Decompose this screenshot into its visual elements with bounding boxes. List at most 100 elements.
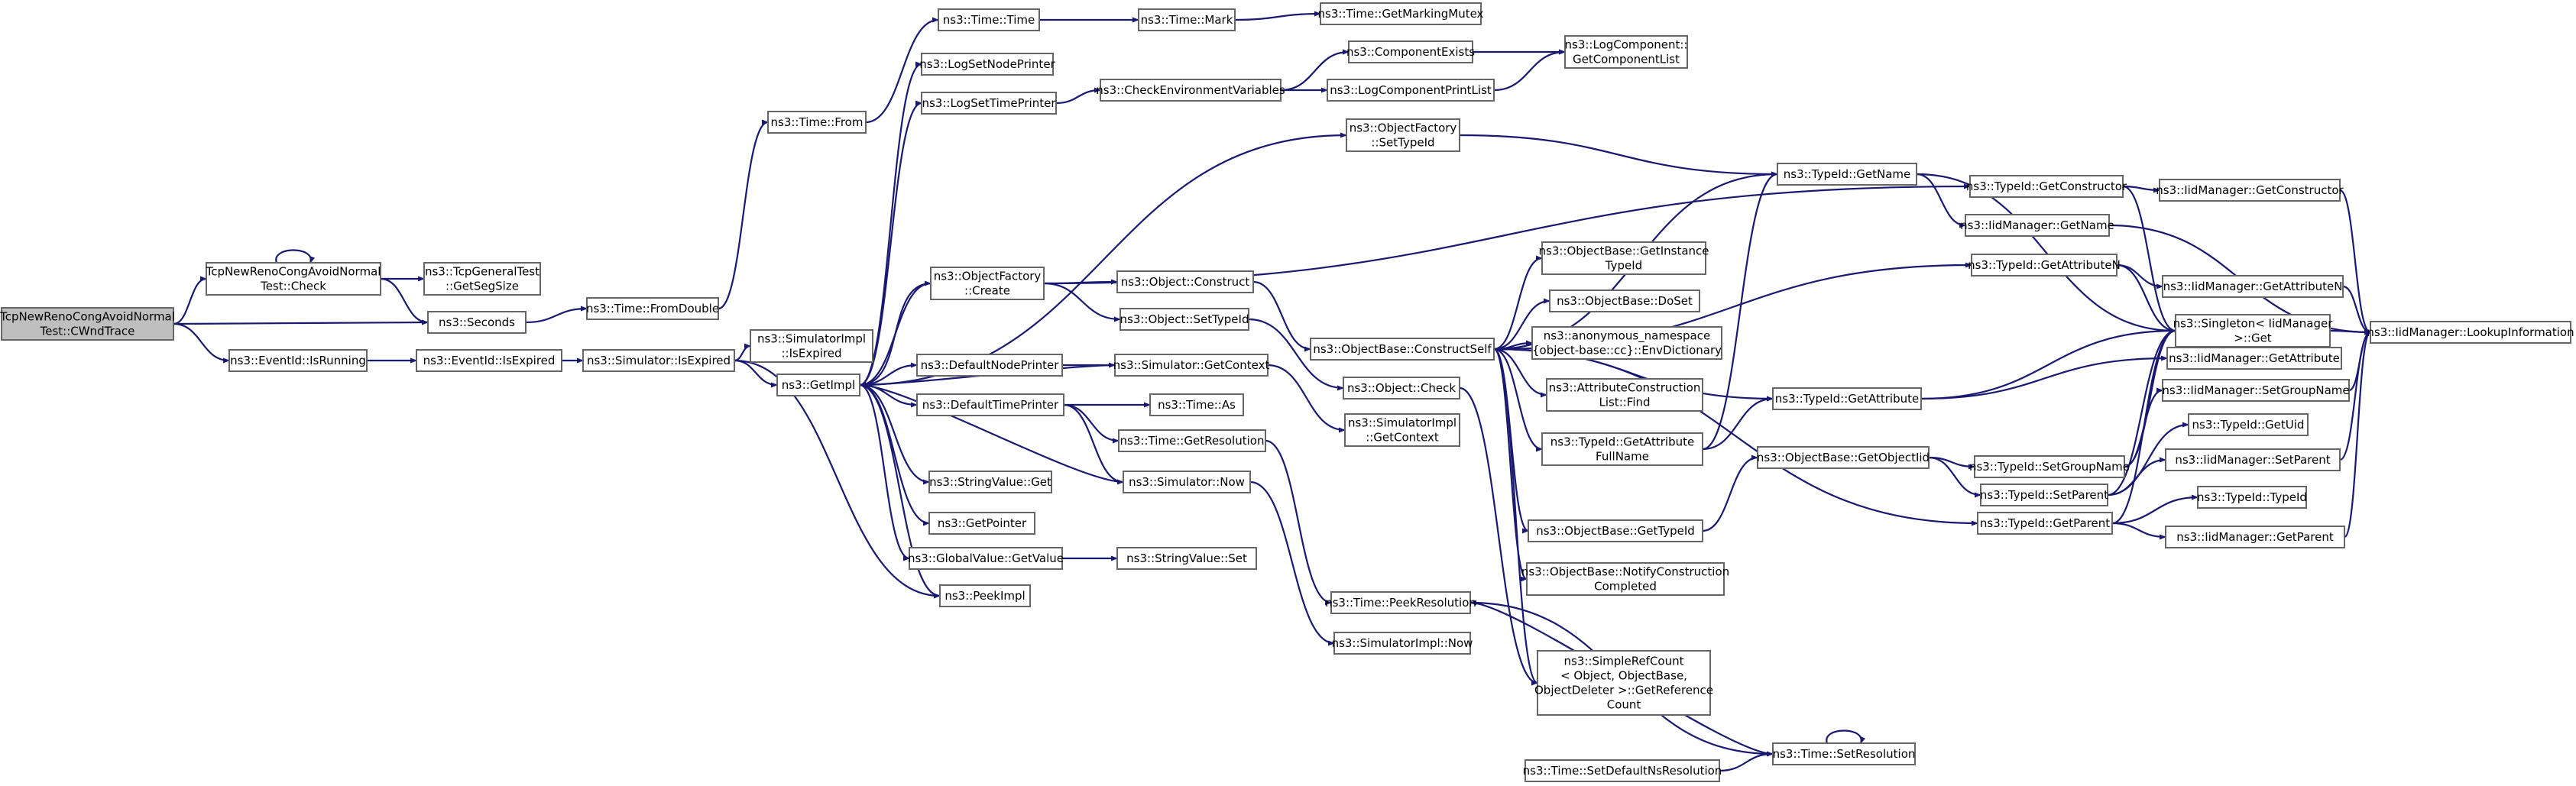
node-checkenv[interactable]: ns3::CheckEnvironmentVariables xyxy=(1096,79,1285,102)
node-deftime[interactable]: ns3::DefaultTimePrinter xyxy=(916,393,1064,416)
node-of-settid[interactable]: ns3::ObjectFactory::SetTypeId xyxy=(1346,118,1460,152)
node-simimpl-now[interactable]: ns3::SimulatorImpl::Now xyxy=(1332,632,1473,655)
node-seconds[interactable]: ns3::Seconds xyxy=(427,311,527,334)
node-eid-exp[interactable]: ns3::EventId::IsExpired xyxy=(416,349,562,372)
node-tid-ctor[interactable]: ns3::TypeId::GetConstructor xyxy=(1966,175,2127,198)
node-eid-run[interactable]: ns3::EventId::IsRunning xyxy=(228,349,368,372)
edge-ob_cs-to-acl_find xyxy=(1493,348,1547,398)
edge-obj_construct-to-ob_cs xyxy=(1252,280,1311,352)
node-tid-tid[interactable]: ns3::TypeId::TypeId xyxy=(2197,486,2307,509)
node-label: ns3::IidManager::LookupInformation xyxy=(2367,325,2574,339)
node-sim-ctx[interactable]: ns3::Simulator::GetContext xyxy=(1113,354,1270,377)
edge-tid_setparent-to-iid_setparent xyxy=(2107,457,2166,497)
node-label: ns3::LogSetTimePrinter xyxy=(922,96,1056,110)
node-logprint[interactable]: ns3::LogComponentPrintList xyxy=(1327,79,1495,102)
node-label: ::GetContext xyxy=(1366,431,1439,445)
node-markmutex[interactable]: ns3::Time::GetMarkingMutex xyxy=(1318,2,1484,25)
node-iid-name[interactable]: ns3::IidManager::GetName xyxy=(1960,214,2114,237)
node-label: ns3::LogComponentPrintList xyxy=(1330,83,1492,97)
node-tcp-seg[interactable]: ns3::TcpGeneralTest::GetSegSize xyxy=(423,262,541,296)
node-of-create[interactable]: ns3::ObjectFactory::Create xyxy=(930,267,1045,300)
node-tid-getparent[interactable]: ns3::TypeId::GetParent xyxy=(1977,512,2113,535)
edge-tid_attr-to-iid_attr xyxy=(1920,355,2168,400)
node-iid-attrn[interactable]: ns3::IidManager::GetAttributeN xyxy=(2162,275,2344,298)
node-defnode[interactable]: ns3::DefaultNodePrinter xyxy=(916,354,1063,377)
node-tid-name[interactable]: ns3::TypeId::GetName xyxy=(1777,163,1917,186)
node-compexists[interactable]: ns3::ComponentExists xyxy=(1346,40,1475,63)
node-ob-doset[interactable]: ns3::ObjectBase::DoSet xyxy=(1549,289,1700,312)
node-getres[interactable]: ns3::Time::GetResolution xyxy=(1118,429,1266,452)
node-anon[interactable]: ns3::anonymous_namespace{object-base::cc… xyxy=(1531,326,1722,360)
node-label: ns3::Time::Mark xyxy=(1141,13,1233,27)
node-iid-ctor[interactable]: ns3::IidManager::GetConstructor xyxy=(2156,179,2344,202)
node-fromdouble[interactable]: ns3::Time::FromDouble xyxy=(586,297,719,320)
node-label: ns3::ObjectBase::DoSet xyxy=(1557,294,1693,308)
node-tid-getuid[interactable]: ns3::TypeId::GetUid xyxy=(2188,413,2309,436)
node-label: ns3::GetImpl xyxy=(782,378,855,392)
node-label: ns3::CheckEnvironmentVariables xyxy=(1096,83,1285,97)
node-getpointer[interactable]: ns3::GetPointer xyxy=(928,512,1035,535)
node-label: ::IsExpired xyxy=(782,347,842,361)
node-peekimpl[interactable]: ns3::PeekImpl xyxy=(939,584,1031,607)
edge-tid_attrfull-to-tid_attr xyxy=(1702,396,1774,451)
node-sim-exp[interactable]: ns3::Simulator::IsExpired xyxy=(582,349,735,372)
node-label: ns3::Time::As xyxy=(1158,398,1236,412)
edge-check-to-check xyxy=(275,249,316,264)
node-peekres[interactable]: ns3::Time::PeekResolution xyxy=(1325,591,1476,614)
node-obj-settid[interactable]: ns3::Object::SetTypeId xyxy=(1120,308,1249,331)
node-obj-check[interactable]: ns3::Object::Check xyxy=(1343,377,1460,399)
edge-obj_settid-to-obj_check xyxy=(1248,318,1344,391)
node-simimpl-ctx[interactable]: ns3::SimulatorImpl::GetContext xyxy=(1344,413,1460,447)
node-mark[interactable]: ns3::Time::Mark xyxy=(1138,8,1236,31)
node-ob-cs[interactable]: ns3::ObjectBase::ConstructSelf xyxy=(1310,338,1495,361)
node-iid-attr[interactable]: ns3::IidManager::GetAttribute xyxy=(2166,347,2342,370)
node-iid-getparent[interactable]: ns3::IidManager::GetParent xyxy=(2165,526,2345,548)
node-logcomplist[interactable]: ns3::LogComponent::GetComponentList xyxy=(1564,35,1688,69)
node-sim-now[interactable]: ns3::Simulator::Now xyxy=(1123,471,1251,493)
node-time[interactable]: ns3::Time::Time xyxy=(938,8,1040,31)
edge-of_create-to-tid_ctor xyxy=(1043,183,1971,285)
node-label: ::SetTypeId xyxy=(1371,136,1434,150)
node-iid-lookup[interactable]: ns3::IidManager::LookupInformation xyxy=(2367,321,2574,344)
node-label: ns3::TypeId::GetParent xyxy=(1980,516,2110,530)
node-tid-attrn[interactable]: ns3::TypeId::GetAttributeN xyxy=(1968,254,2121,277)
edge-ob_cs-to-tid_attrfull xyxy=(1493,348,1543,452)
node-label: ns3::TypeId::SetParent xyxy=(1980,488,2108,502)
node-label: ns3::TypeId::GetAttribute xyxy=(1550,435,1694,449)
node-label: ns3::Singleton< IidManager xyxy=(2173,317,2334,331)
node-label: ns3::TypeId::GetAttribute xyxy=(1775,392,1919,406)
edge-of_create-to-obj_settid xyxy=(1043,282,1121,322)
node-tid-attr[interactable]: ns3::TypeId::GetAttribute xyxy=(1772,387,1922,410)
node-setres[interactable]: ns3::Time::SetResolution xyxy=(1772,742,1916,765)
node-label: ns3::Time::GetMarkingMutex xyxy=(1318,7,1484,21)
node-sv-get[interactable]: ns3::StringValue::Get xyxy=(928,471,1052,493)
node-sv-set[interactable]: ns3::StringValue::Set xyxy=(1116,547,1257,570)
node-ob-gettid[interactable]: ns3::ObjectBase::GetTypeId xyxy=(1528,519,1703,542)
node-getimpl[interactable]: ns3::GetImpl xyxy=(776,374,860,396)
node-tid-setgroup[interactable]: ns3::TypeId::SetGroupName xyxy=(1969,455,2130,478)
node-logtime[interactable]: ns3::LogSetTimePrinter xyxy=(921,92,1057,115)
node-label: ns3::Object::SetTypeId xyxy=(1120,312,1249,326)
node-tid-setparent[interactable]: ns3::TypeId::SetParent xyxy=(1980,484,2108,506)
node-from[interactable]: ns3::Time::From xyxy=(767,111,867,134)
node-iid-setparent[interactable]: ns3::IidManager::SetParent xyxy=(2165,448,2341,471)
node-setdefres[interactable]: ns3::Time::SetDefaultNsResolution xyxy=(1523,759,1722,782)
node-label: ns3::DefaultTimePrinter xyxy=(922,398,1059,412)
node-gv-get[interactable]: ns3::GlobalValue::GetValue xyxy=(908,547,1064,570)
node-ob-notify[interactable]: ns3::ObjectBase::NotifyConstructionCompl… xyxy=(1521,562,1729,596)
node-obj-construct[interactable]: ns3::Object::Construct xyxy=(1116,270,1254,293)
node-time-as[interactable]: ns3::Time::As xyxy=(1149,393,1244,416)
node-label: Completed xyxy=(1594,580,1657,594)
node-ob-getoid[interactable]: ns3::ObjectBase::GetObjectIid xyxy=(1757,446,1930,469)
node-simimpl-exp[interactable]: ns3::SimulatorImpl::IsExpired xyxy=(750,329,873,363)
node-iid-setgroup[interactable]: ns3::IidManager::SetGroupName xyxy=(2162,379,2350,402)
node-lognode[interactable]: ns3::LogSetNodePrinter xyxy=(919,53,1056,76)
node-label: ns3::ObjectBase::ConstructSelf xyxy=(1313,342,1492,356)
node-src[interactable]: ns3::SimpleRefCount< Object, ObjectBase,… xyxy=(1534,650,1713,716)
node-label: FullName xyxy=(1596,450,1649,464)
node-singleton[interactable]: ns3::Singleton< IidManager>::Get xyxy=(2173,314,2334,348)
